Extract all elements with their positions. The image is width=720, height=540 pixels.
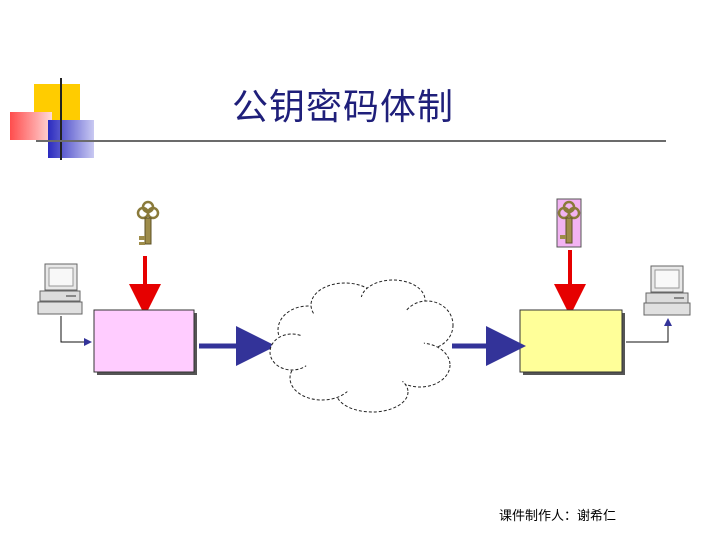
title-divider xyxy=(36,140,666,142)
encrypt-box xyxy=(93,309,195,373)
network-cloud-icon xyxy=(269,279,454,413)
logo-blue-square xyxy=(48,120,94,158)
right-computer-icon xyxy=(643,265,691,316)
right-connector xyxy=(626,318,672,343)
logo-red-square xyxy=(10,112,52,140)
right-key-icon xyxy=(557,200,581,244)
slide-title: 公钥密码体制 xyxy=(232,87,455,128)
left-key-icon xyxy=(136,200,160,245)
decrypt-box xyxy=(519,309,623,373)
left-connector xyxy=(60,316,92,346)
left-computer-icon xyxy=(37,263,83,315)
logo-vertical-bar xyxy=(60,78,62,160)
footer-credit: 课件制作人：谢希仁 xyxy=(499,509,617,524)
